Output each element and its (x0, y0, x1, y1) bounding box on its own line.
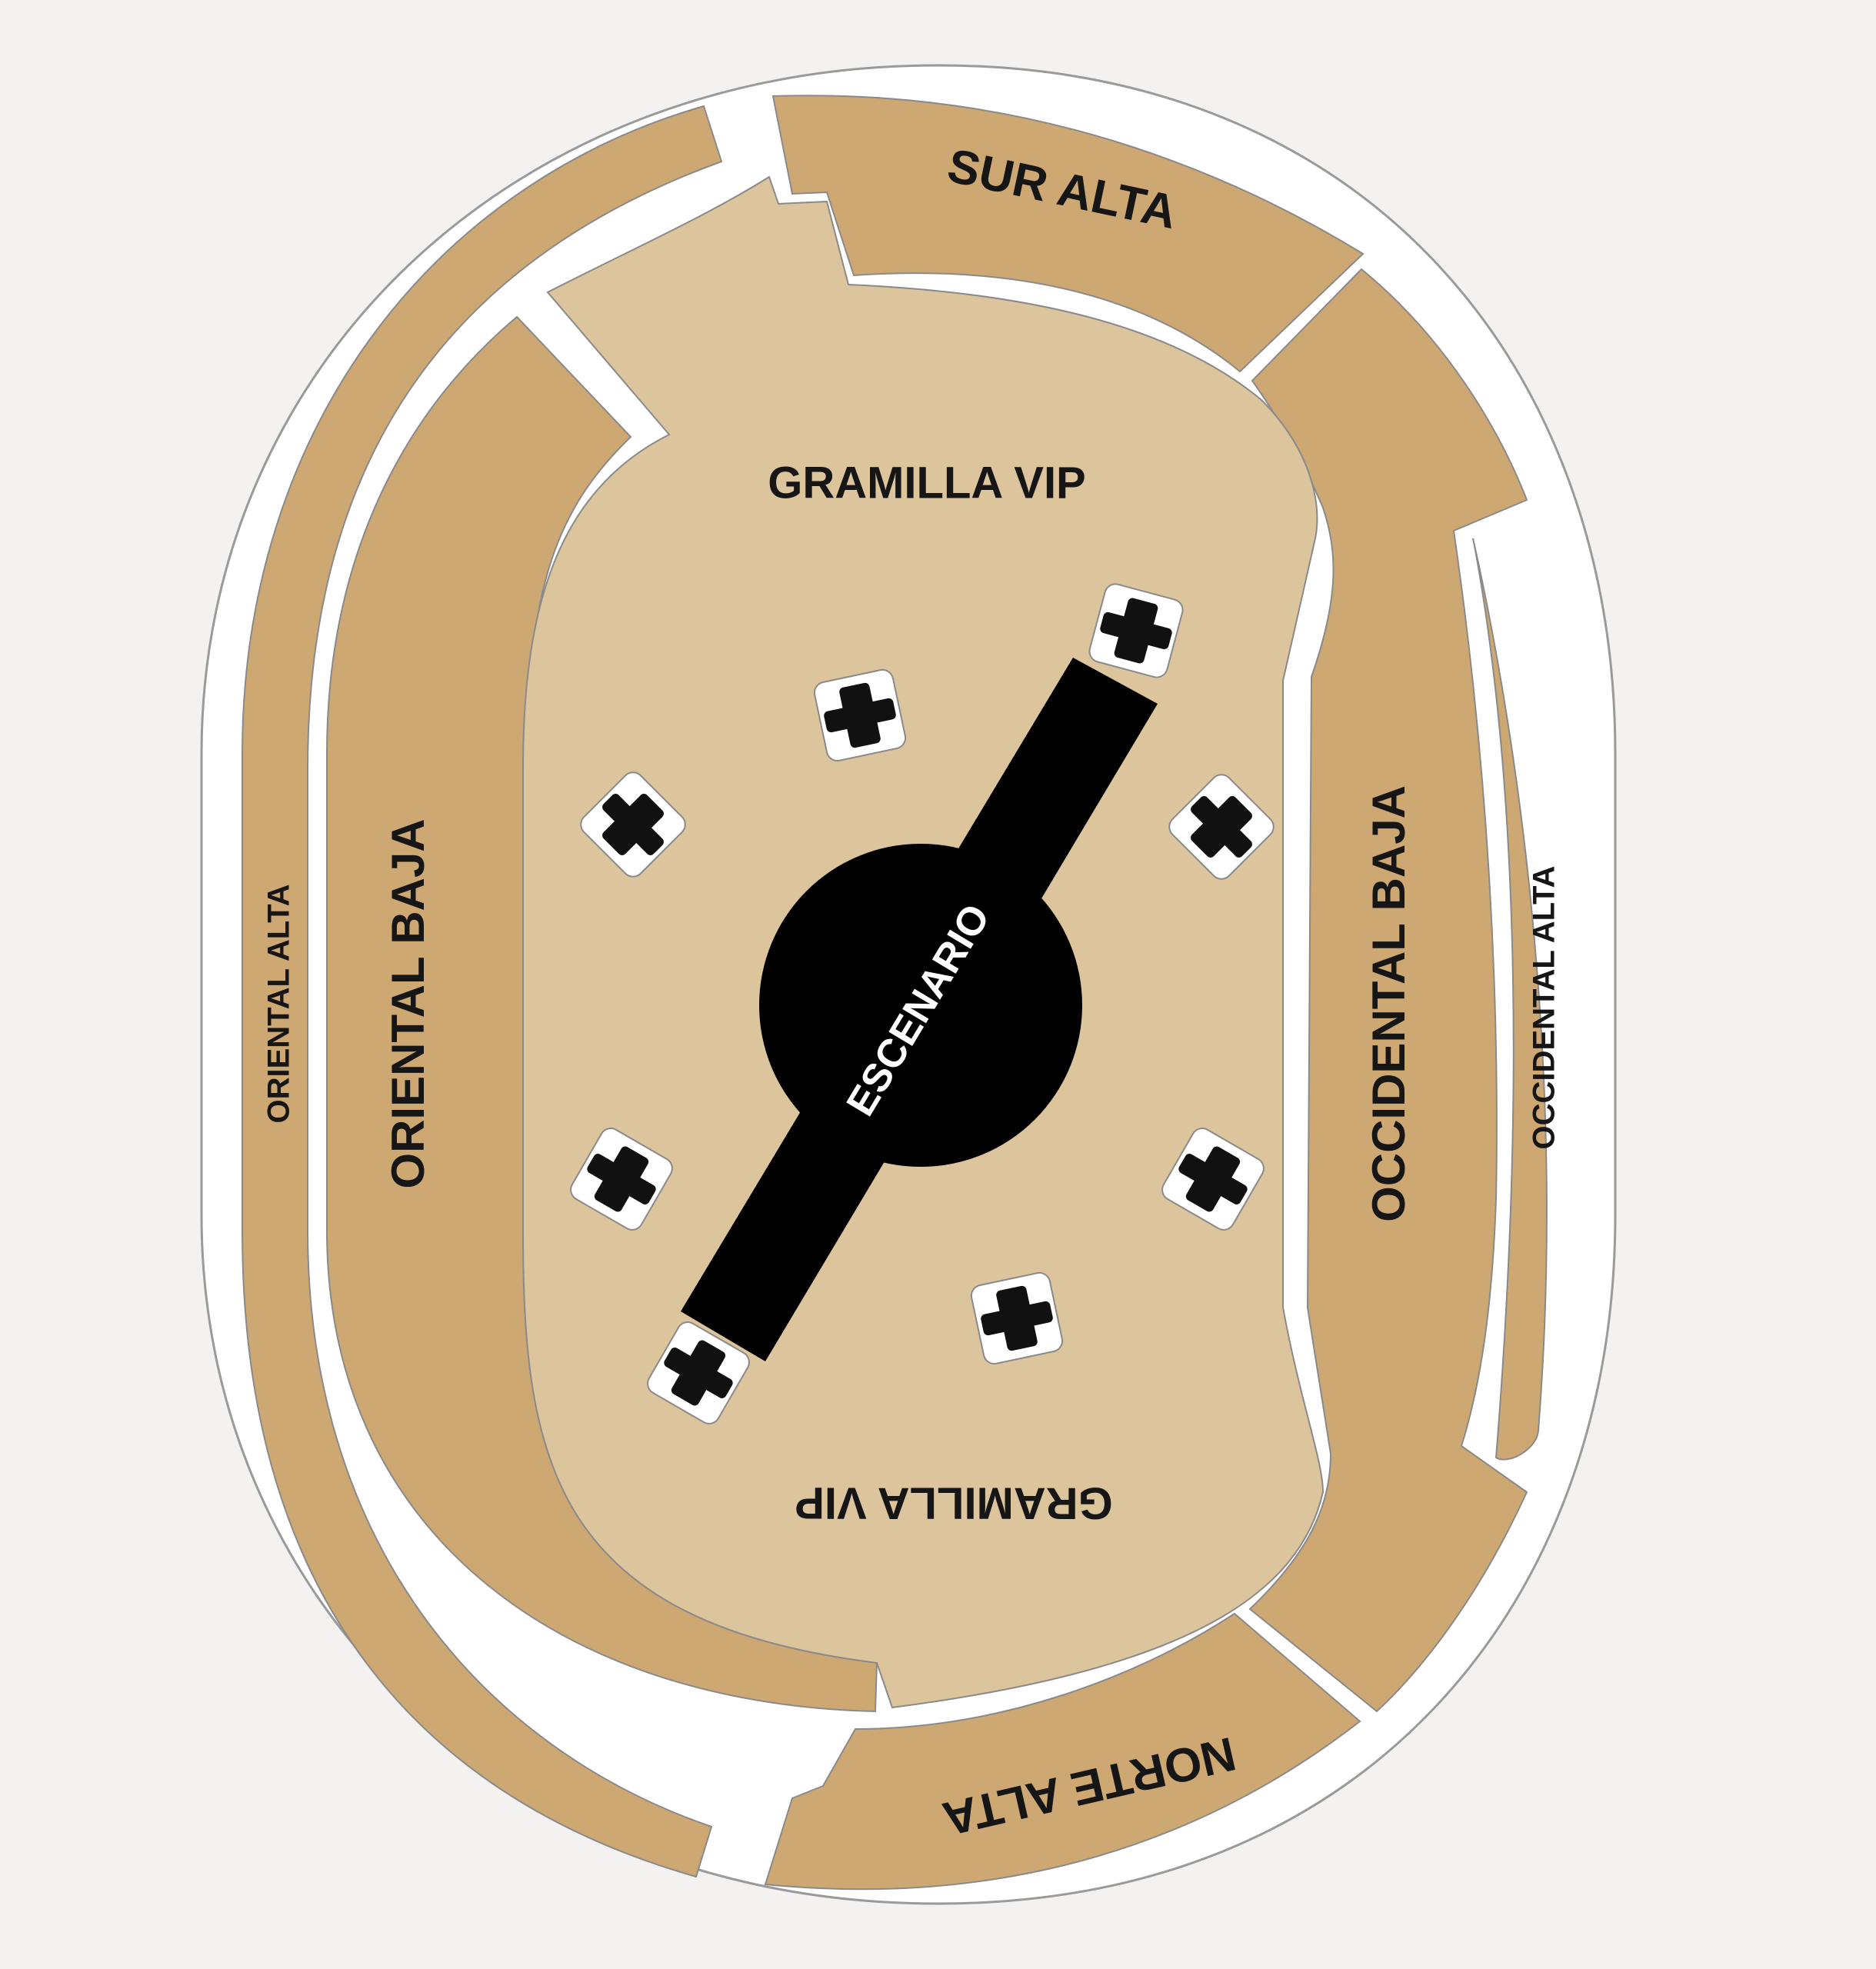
section-occidental-baja[interactable] (1248, 268, 1528, 1713)
camera-position-marker[interactable] (968, 1270, 1065, 1367)
label-gramilla-vip-top: GRAMILLA VIP (768, 458, 1086, 508)
label-gramilla-vip-bottom: GRAMILLA VIP (795, 1478, 1113, 1528)
section-oriental-alta[interactable] (242, 105, 723, 1878)
section-sur-alta[interactable] (771, 95, 1365, 373)
camera-position-marker[interactable] (811, 667, 908, 764)
section-occidental-alta[interactable] (1472, 538, 1548, 1461)
label-occidental-alta: OCCIDENTAL ALTA (1528, 866, 1561, 1150)
label-occidental-baja: OCCIDENTAL BAJA (1363, 785, 1414, 1222)
stage: ESCENARIO (681, 658, 1158, 1361)
label-oriental-alta: ORIENTAL ALTA (262, 884, 296, 1123)
label-oriental-baja: ORIENTAL BAJA (382, 818, 434, 1188)
section-norte-alta[interactable] (764, 1612, 1361, 1891)
stage-center (759, 844, 1082, 1167)
